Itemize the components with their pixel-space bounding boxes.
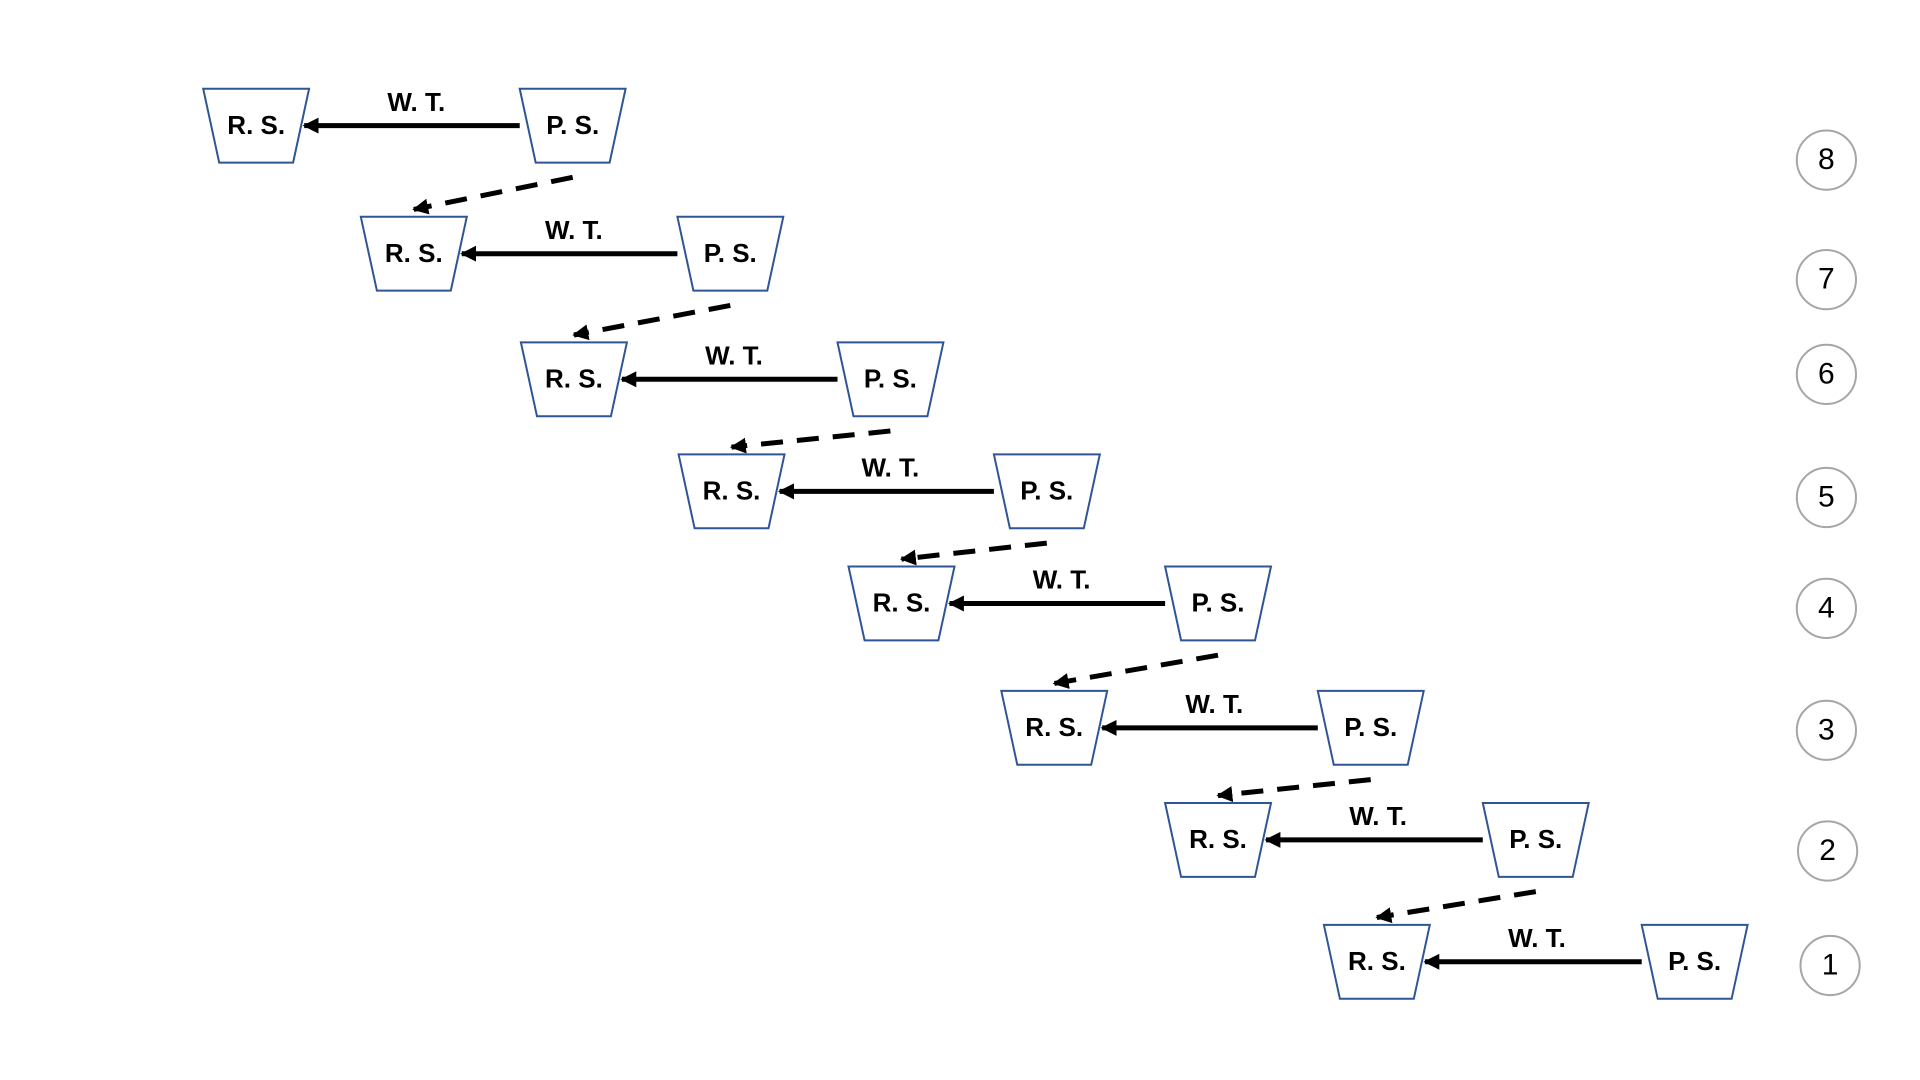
- producer-box-4-shape: [992, 453, 1102, 530]
- receiver-label-8: R. S.: [1348, 946, 1406, 976]
- receiver-box-5: R. S.: [847, 565, 956, 642]
- level-circle-2: [1797, 820, 1859, 882]
- producer-box-7: P. S.: [1481, 802, 1590, 878]
- producer-box-5: P. S.: [1163, 565, 1273, 642]
- receiver-label-4: R. S.: [703, 475, 761, 505]
- level-circle-4: [1795, 577, 1858, 640]
- receiver-box-3: R. S.: [519, 341, 629, 418]
- receiver-box-3-shape: [519, 341, 629, 418]
- dashed-link-6: [1216, 777, 1371, 803]
- receiver-box-6-shape: [1000, 689, 1109, 766]
- producer-box-2: P. S.: [676, 215, 785, 292]
- producer-box-4: P. S.: [992, 453, 1102, 530]
- level-marker-6: 6: [1795, 343, 1858, 405]
- dashed-link-5: [1052, 652, 1219, 689]
- level-marker-7: 7: [1795, 249, 1858, 311]
- producer-label-8: P. S.: [1668, 946, 1721, 976]
- receiver-box-8-shape: [1322, 923, 1432, 1000]
- producer-box-8-shape: [1640, 923, 1749, 1000]
- receiver-box-1-shape: [201, 87, 311, 164]
- level-number-2: 2: [1819, 834, 1836, 867]
- level-circle-6: [1795, 343, 1858, 405]
- producer-label-1: P. S.: [546, 110, 599, 140]
- producer-box-1-shape: [518, 87, 627, 164]
- vertical-dashed-links: [412, 174, 1537, 924]
- producer-label-4: P. S.: [1020, 475, 1073, 505]
- horizontal-transfer-links: [302, 117, 1642, 970]
- transfer-label-1: W. T.: [387, 87, 445, 117]
- receiver-label-7: R. S.: [1189, 824, 1247, 854]
- level-marker-1: 1: [1799, 934, 1861, 997]
- transfer-label-4: W. T.: [862, 453, 920, 483]
- receiver-box-7: R. S.: [1163, 802, 1273, 878]
- producer-box-1: P. S.: [518, 87, 627, 164]
- transfer-label-5: W. T.: [1033, 565, 1091, 595]
- producer-label-2: P. S.: [704, 238, 757, 268]
- receiver-label-3: R. S.: [545, 363, 603, 393]
- transfer-label-2: W. T.: [545, 215, 603, 245]
- level-number-6: 6: [1818, 358, 1835, 391]
- receiver-label-5: R. S.: [873, 588, 931, 618]
- receiver-box-5-shape: [847, 565, 956, 642]
- level-marker-3: 3: [1795, 699, 1858, 761]
- level-circle-7: [1795, 249, 1858, 311]
- level-number-7: 7: [1818, 263, 1835, 296]
- producer-label-7: P. S.: [1509, 824, 1562, 854]
- receiver-box-1: R. S.: [201, 87, 311, 164]
- transfer-label-7: W. T.: [1349, 801, 1407, 831]
- producer-box-3: P. S.: [836, 341, 945, 418]
- level-marker-4: 4: [1795, 577, 1858, 640]
- producer-box-2-shape: [676, 215, 785, 292]
- producer-box-8: P. S.: [1640, 923, 1749, 1000]
- level-number-1: 1: [1822, 949, 1839, 982]
- producer-box-5-shape: [1163, 565, 1273, 642]
- level-circle-5: [1795, 466, 1858, 529]
- receiver-box-6: R. S.: [1000, 689, 1109, 766]
- level-marker-5: 5: [1795, 466, 1858, 529]
- receiver-box-8: R. S.: [1322, 923, 1432, 1000]
- level-circle-8: [1795, 129, 1858, 191]
- receiver-box-4: R. S.: [677, 453, 786, 530]
- transfer-labels: W. T. W. T. W. T. W. T. W. T. W. T. W. T. W. T.: [387, 87, 1565, 953]
- level-number-8: 8: [1818, 143, 1835, 176]
- receiver-label-1: R. S.: [227, 110, 285, 140]
- producer-label-6: P. S.: [1344, 712, 1397, 742]
- producer-label-5: P. S.: [1191, 588, 1244, 618]
- dashed-link-2: [572, 302, 731, 341]
- level-number-5: 5: [1818, 481, 1835, 514]
- level-marker-2: 2: [1797, 820, 1859, 882]
- dashed-link-3: [729, 428, 891, 454]
- dashed-link-1: [412, 174, 574, 215]
- receiver-box-2-shape: [359, 215, 469, 292]
- transfer-label-3: W. T.: [705, 341, 763, 371]
- level-number-4: 4: [1818, 592, 1835, 625]
- producer-label-3: P. S.: [864, 363, 917, 393]
- transfer-label-8: W. T.: [1508, 923, 1566, 953]
- dashed-link-4: [899, 540, 1048, 566]
- station-boxes: R. S. P. S. R. S. P. S. R. S. P. S. R. S. P. S.…: [201, 87, 1749, 1000]
- receiver-box-4-shape: [677, 453, 786, 530]
- producer-box-6: P. S.: [1316, 689, 1425, 766]
- producer-box-6-shape: [1316, 689, 1425, 766]
- dashed-link-7: [1375, 889, 1537, 924]
- transfer-label-6: W. T.: [1185, 689, 1243, 719]
- level-marker-8: 8: [1795, 129, 1858, 191]
- receiver-label-6: R. S.: [1025, 712, 1083, 742]
- level-circle-3: [1795, 699, 1858, 761]
- level-circle-1: [1799, 934, 1861, 997]
- receiver-box-7-shape: [1163, 802, 1273, 878]
- producer-box-3-shape: [836, 341, 945, 418]
- level-markers: 8 7 6 5 4 3 2 1: [1795, 129, 1861, 997]
- producer-box-7-shape: [1481, 802, 1590, 878]
- level-number-3: 3: [1818, 713, 1835, 746]
- receiver-label-2: R. S.: [385, 238, 443, 268]
- receiver-box-2: R. S.: [359, 215, 469, 292]
